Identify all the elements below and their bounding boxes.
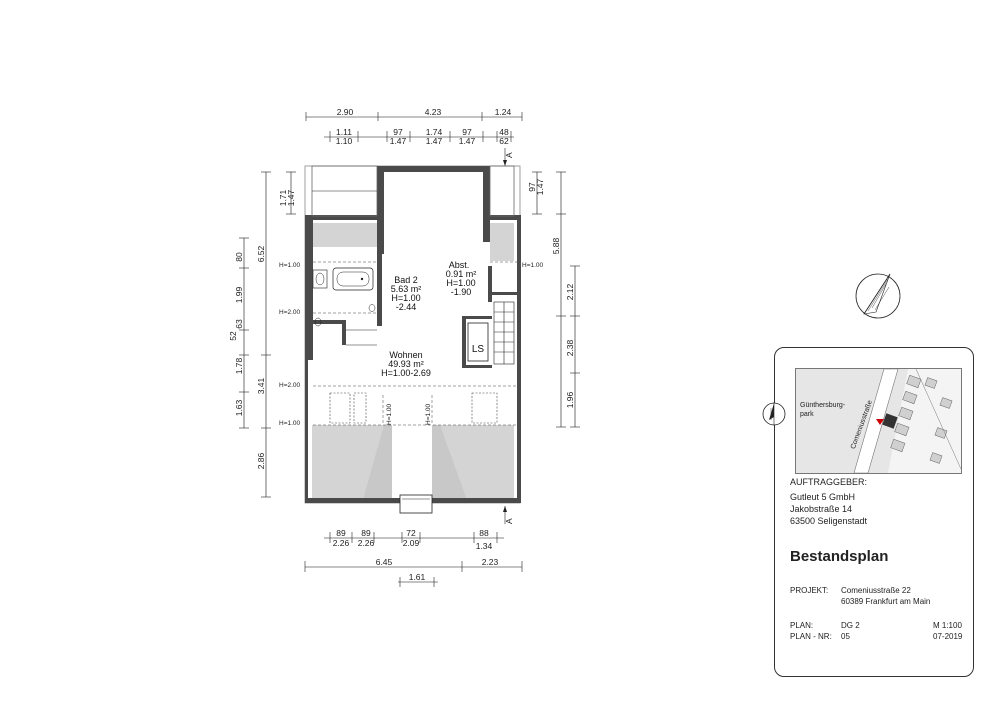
h200-left-2: H=2.00 (279, 382, 301, 389)
dim-top2-b: 97 (393, 127, 403, 137)
building (304, 165, 521, 514)
svg-text:A: A (504, 152, 514, 158)
dim-top2-c-low: 1.47 (426, 136, 443, 146)
svg-text:1.34: 1.34 (476, 541, 493, 551)
svg-text:3.41: 3.41 (256, 377, 266, 394)
dim-top2-a-low: 1.10 (336, 136, 353, 146)
dim-top2-c: 1.74 (426, 127, 443, 137)
svg-text:1.99: 1.99 (234, 286, 244, 303)
svg-text:2.09: 2.09 (403, 538, 420, 548)
left-dimension-chains: 6.52 3.41 2.86 1.71 1.47 80 1.99 52 63 1… (228, 171, 296, 498)
svg-text:1.78: 1.78 (234, 357, 244, 374)
svg-text:6.52: 6.52 (256, 245, 266, 262)
client-line-1: Gutleut 5 GmbH (790, 492, 856, 502)
h100-left-1: H=1.00 (279, 262, 301, 269)
small-north-arrow-icon (762, 402, 786, 426)
h100-left-2: H=1.00 (279, 420, 301, 427)
plan-value: DG 2 (841, 621, 860, 630)
client-line-2: Jakobstraße 14 (790, 504, 853, 514)
svg-text:1.71: 1.71 (278, 189, 288, 206)
project-label: PROJEKT: (790, 586, 829, 595)
wohnen-name: Wohnen (389, 350, 422, 360)
dim-top2-e-low: 62 (499, 136, 509, 146)
svg-text:2.23: 2.23 (482, 557, 499, 567)
client-label: AUFTRAGGEBER: (790, 477, 868, 487)
bottom-dimension-chains: 89 2.26 89 2.26 72 2.09 88 1.34 6.45 2.2… (304, 528, 523, 587)
project-line-1: Comeniusstraße 22 (841, 586, 911, 595)
dim-top2-e: 48 (499, 127, 509, 137)
svg-text:2.26: 2.26 (358, 538, 375, 548)
map-park-label: Günthersburg- park (800, 402, 846, 418)
dim-top2-d: 97 (462, 127, 472, 137)
abst-area: 0.91 m² (446, 269, 477, 279)
abst-name: Abst. (449, 260, 470, 270)
bad-height: H=1.00 (391, 293, 420, 303)
svg-text:1.47: 1.47 (535, 178, 545, 195)
title-block: Günthersburg- park Comeniusstraße AUFTRA… (774, 347, 974, 677)
dim-top2-d-low: 1.47 (459, 136, 476, 146)
svg-text:89: 89 (361, 528, 371, 538)
bad-level: -2.44 (396, 302, 417, 312)
dim-top-2: 4.23 (425, 107, 442, 117)
location-pin-icon (876, 419, 884, 425)
svg-text:1.96: 1.96 (565, 391, 575, 408)
svg-text:97: 97 (527, 182, 537, 192)
svg-text:2.26: 2.26 (333, 538, 350, 548)
svg-text:6.45: 6.45 (376, 557, 393, 567)
client-line-3: 63500 Seligenstadt (790, 516, 868, 526)
h200-left-1: H=2.00 (279, 309, 301, 316)
building-marker (882, 413, 898, 429)
dim-top2-a: 1.11 (336, 127, 352, 137)
dim-top2-b-low: 1.47 (390, 136, 407, 146)
wohnen-area: 49.93 m² (388, 359, 424, 369)
dim-top-1: 2.90 (337, 107, 354, 117)
svg-text:1.47: 1.47 (286, 189, 296, 206)
bad-name: Bad 2 (394, 275, 418, 285)
location-map: Günthersburg- park Comeniusstraße (795, 368, 962, 474)
plan-nr-value: 05 (841, 632, 850, 641)
svg-text:A: A (504, 518, 514, 524)
plan-label: PLAN: (790, 621, 814, 630)
h100-right: H=1.00 (522, 262, 544, 269)
abst-level: -1.90 (451, 287, 472, 297)
dim-top-3: 1.24 (495, 107, 512, 117)
svg-text:2.12: 2.12 (565, 283, 575, 300)
scale-value: M 1:100 (933, 621, 962, 630)
svg-text:2.86: 2.86 (256, 452, 266, 469)
svg-text:72: 72 (406, 528, 416, 538)
svg-text:1.63: 1.63 (234, 399, 244, 416)
top-dimension-chains: 2.90 4.23 1.24 1.11 1.10 97 1.47 1.74 1.… (305, 107, 523, 146)
svg-text:1.61: 1.61 (409, 572, 426, 582)
location-map-drawing (796, 369, 961, 473)
wohnen-height: H=1.00-2.69 (381, 368, 431, 378)
svg-text:5.88: 5.88 (551, 237, 561, 254)
plan-title: Bestandsplan (790, 548, 889, 565)
bad-area: 5.63 m² (391, 284, 422, 294)
ls-label: LS (472, 344, 485, 355)
north-arrow-icon (855, 273, 901, 319)
svg-text:80: 80 (234, 252, 244, 262)
date-value: 07-2019 (933, 632, 963, 641)
svg-text:2.38: 2.38 (565, 339, 575, 356)
right-dimension-chains: 97 1.47 5.88 2.12 2.38 1.96 (527, 171, 580, 428)
svg-text:88: 88 (479, 528, 489, 538)
h100-vert-1: H=1.00 (386, 403, 393, 425)
plan-nr-label: PLAN - NR: (790, 632, 832, 641)
svg-text:63: 63 (234, 319, 244, 329)
room-labels: Bad 2 5.63 m² H=1.00 -2.44 Abst. 0.91 m²… (279, 260, 544, 427)
project-line-2: 60389 Frankfurt am Main (841, 597, 931, 606)
svg-text:89: 89 (336, 528, 346, 538)
svg-text:52: 52 (228, 331, 238, 341)
section-marker-top: A (503, 148, 514, 166)
h100-vert-2: H=1.00 (425, 403, 432, 425)
abst-height: H=1.00 (446, 278, 475, 288)
section-marker-bottom: A (503, 506, 514, 524)
